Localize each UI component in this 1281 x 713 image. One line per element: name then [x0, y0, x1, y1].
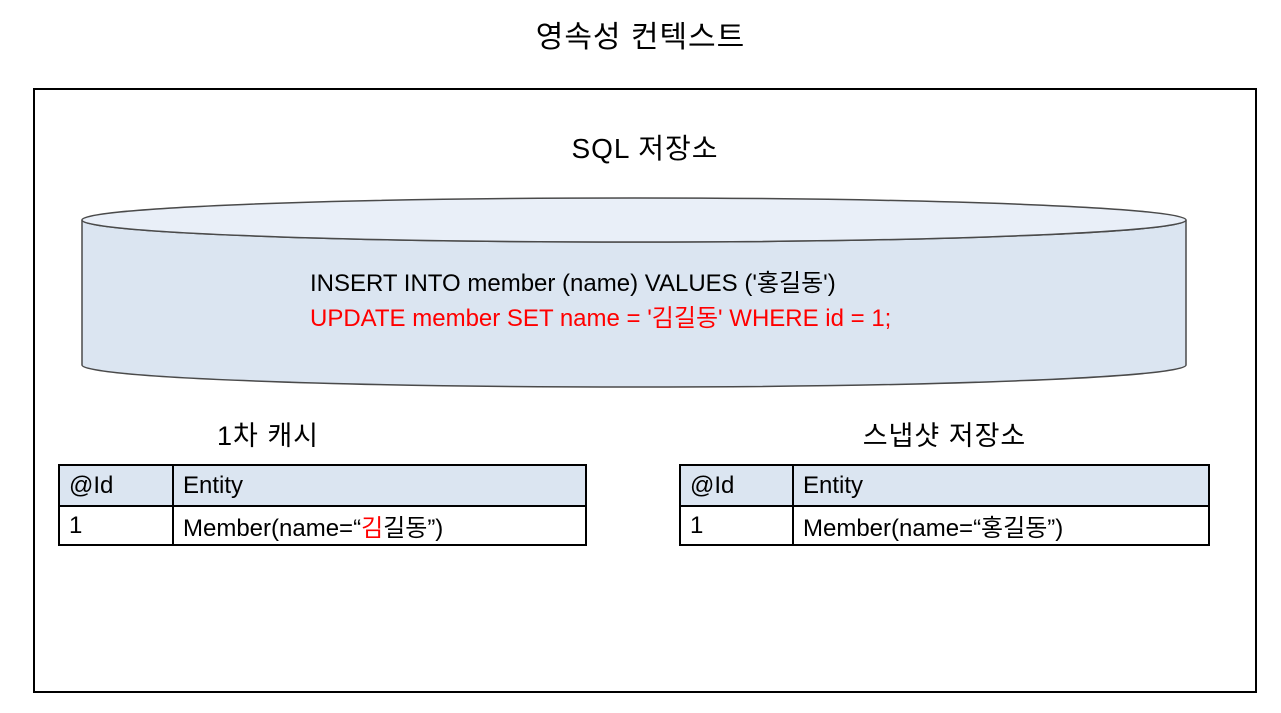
snapshot-row-entity: Member(name=“홍길동”) — [792, 505, 1210, 546]
snapshot-header-id: @Id — [679, 464, 794, 507]
snapshot-header-row: @Id Entity — [679, 464, 1210, 507]
snapshot-store-table: @Id Entity 1 Member(name=“홍길동”) — [679, 464, 1210, 546]
first-level-cache-table: @Id Entity 1 Member(name=“김길동”) — [58, 464, 587, 546]
cache-row-entity: Member(name=“김길동”) — [172, 505, 587, 546]
database-cylinder-icon — [81, 197, 1187, 388]
snapshot-header-entity: Entity — [792, 464, 1210, 507]
cache-header-row: @Id Entity — [58, 464, 587, 507]
page-title: 영속성 컨텍스트 — [535, 21, 746, 54]
entity-text-prefix: Member(name=“ — [183, 515, 362, 542]
snapshot-data-row: 1 Member(name=“홍길동”) — [679, 505, 1210, 546]
cache-row-id: 1 — [58, 505, 174, 546]
cylinder-top — [81, 197, 1187, 243]
entity-changed-text: 김 — [361, 515, 384, 542]
cache-data-row: 1 Member(name=“김길동”) — [58, 505, 587, 546]
snapshot-row-id: 1 — [679, 505, 794, 546]
persistence-context-box: SQL 저장소 INSERT INTO member (name) VALUES… — [33, 88, 1257, 693]
first-level-cache-title: 1차 캐시 — [216, 421, 320, 451]
sql-statements: INSERT INTO member (name) VALUES ('홍길동')… — [310, 266, 891, 336]
cache-header-id: @Id — [58, 464, 174, 507]
entity-text-suffix: 길동”) — [383, 515, 444, 542]
cache-header-entity: Entity — [172, 464, 587, 507]
snapshot-store-title: 스냅샷 저장소 — [862, 421, 1027, 451]
sql-insert-statement: INSERT INTO member (name) VALUES ('홍길동') — [310, 270, 836, 297]
sql-store-label: SQL 저장소 — [571, 133, 719, 164]
sql-update-statement: UPDATE member SET name = '김길동' WHERE id … — [310, 305, 892, 332]
